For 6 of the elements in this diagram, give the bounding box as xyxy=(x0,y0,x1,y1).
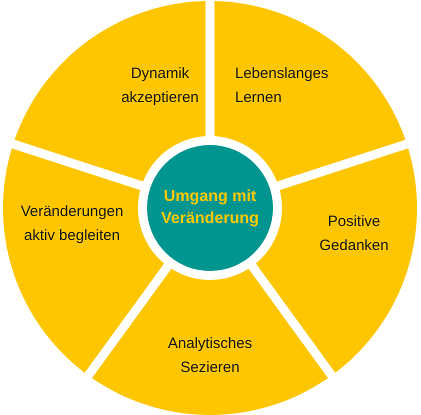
segment-label: Dynamik akzeptieren xyxy=(120,64,200,108)
segment-label: Veränderungen aktiv begleiten xyxy=(20,202,124,246)
center-title: Umgang mit Veränderung xyxy=(160,187,260,229)
segment-label: Lebenslanges Lernen xyxy=(235,64,330,108)
segment-label: Analytisches Sezieren xyxy=(166,334,254,378)
segment-label: Positive Gedanken xyxy=(318,212,390,256)
